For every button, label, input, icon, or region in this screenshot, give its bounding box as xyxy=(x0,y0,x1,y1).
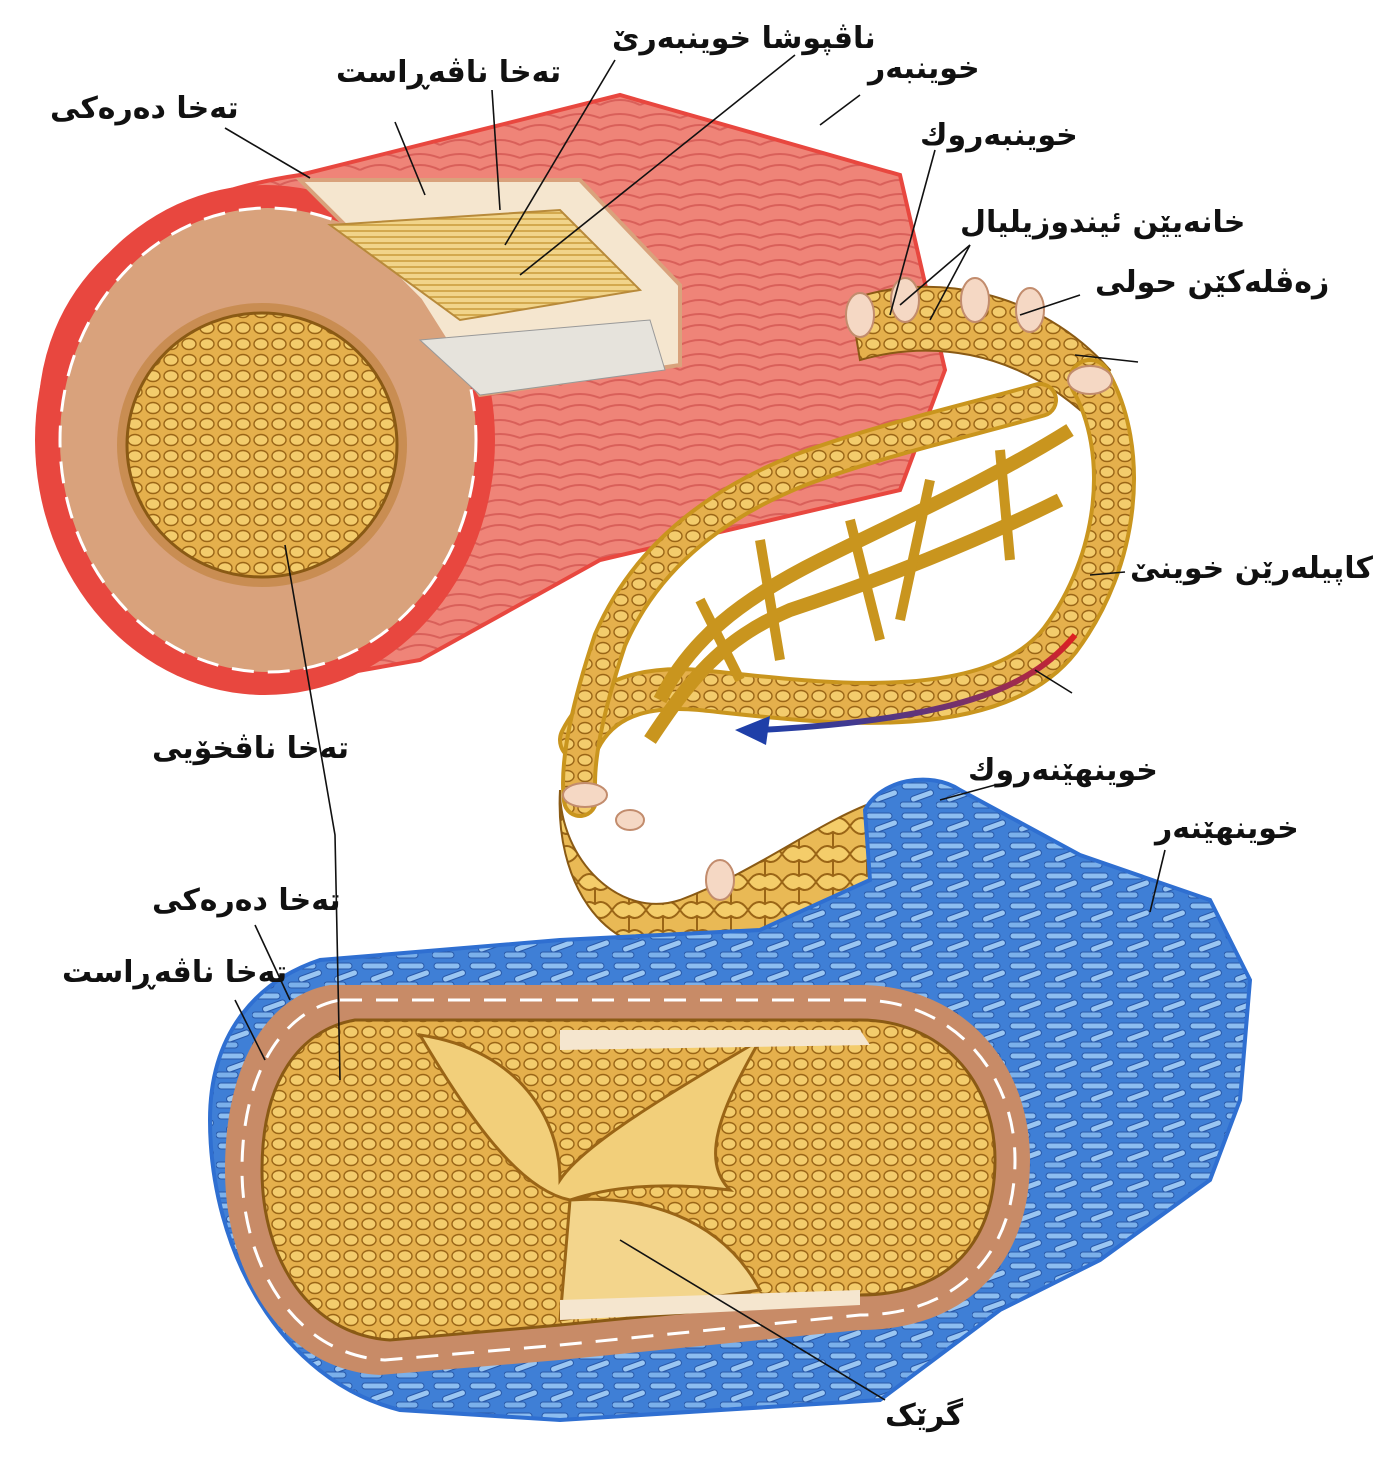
label-valve: گرێک xyxy=(885,1397,964,1433)
label-artery-inner-lining: ناڤپوشا خوینبەرێ xyxy=(612,21,876,56)
label-vein: خوینهێنەر xyxy=(1153,811,1299,846)
label-venule: خوینهێنەروك xyxy=(968,753,1158,788)
label-artery: خوینبەر xyxy=(866,51,980,86)
label-endothelial-cells: خانەیێن ئیندوزیلیال xyxy=(960,205,1245,240)
label-capillaries: کاپیلەرێن خوینێ xyxy=(1130,551,1373,586)
label-inner-layer: تەخا ناڤخۆیی xyxy=(152,731,349,766)
label-vein-middle-layer: تەخا ناڤەڕاست xyxy=(62,955,287,990)
label-artery-outer-layer: تەخا دەرەکی xyxy=(50,91,239,126)
label-arteriole: خوینبەروك xyxy=(920,118,1078,153)
label-artery-middle-layer: تەخا ناڤەڕاست xyxy=(336,55,561,90)
label-smooth-muscle: زەڤلەکێن حولی xyxy=(1095,265,1329,300)
label-vein-outer-layer: تەخا دەرەکی xyxy=(152,883,341,918)
blood-flow-arrowhead xyxy=(735,716,770,745)
